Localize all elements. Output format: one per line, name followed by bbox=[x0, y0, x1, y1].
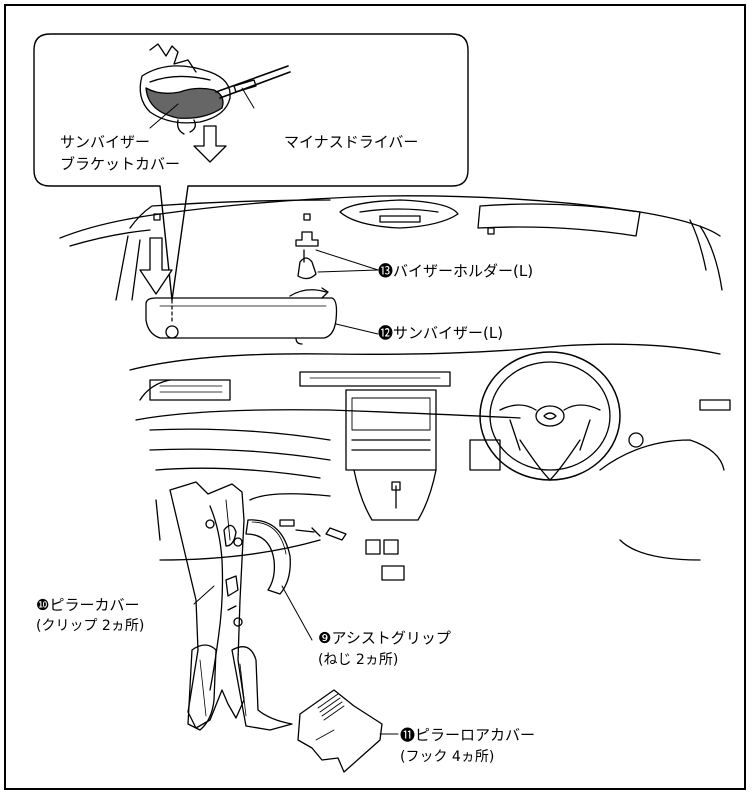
part-name-assist-grip: アシストグリップ bbox=[331, 629, 451, 647]
part-name-sunvisor: サンバイザー(L) bbox=[393, 324, 504, 342]
label-flathead-screwdriver: マイナスドライバー bbox=[284, 133, 419, 151]
assist-grip-illustration bbox=[245, 519, 291, 595]
note-pillar-lower-cover: (フック 4ヵ所) bbox=[400, 749, 495, 765]
note-assist-grip: (ねじ 2ヵ所) bbox=[318, 652, 399, 668]
callout-bubble bbox=[33, 33, 469, 301]
label-pillar-cover: ❿ピラーカバー bbox=[36, 595, 139, 615]
pillar-cover-illustration bbox=[169, 481, 293, 731]
label-sunvisor-bracket-cover-line1: サンバイザー bbox=[60, 133, 151, 151]
windshield bbox=[59, 195, 723, 301]
removal-arrow-icon bbox=[139, 237, 173, 295]
label-assist-grip: ❾アシストグリップ bbox=[318, 628, 451, 648]
part-number-10: ❿ bbox=[36, 596, 50, 614]
label-sunvisor-bracket-cover-line2: ブラケットカバー bbox=[60, 155, 181, 173]
part-name-pillar-lower-cover: ピラーロアカバー bbox=[415, 726, 536, 744]
dashboard bbox=[129, 343, 731, 581]
visor-holder-illustration bbox=[289, 231, 329, 299]
part-number-9: ❾ bbox=[318, 629, 332, 647]
label-sunvisor: ⓬サンバイザー(L) bbox=[378, 323, 503, 343]
part-number-13: ⓭ bbox=[378, 262, 394, 280]
part-number-11: ⓫ bbox=[400, 726, 416, 744]
part-number-12: ⓬ bbox=[378, 324, 394, 342]
label-visor-holder: ⓭バイザーホルダー(L) bbox=[378, 261, 533, 281]
pillar-lower-cover-illustration bbox=[297, 689, 383, 773]
down-arrow-icon bbox=[193, 125, 227, 163]
part-name-visor-holder: バイザーホルダー(L) bbox=[393, 262, 534, 280]
sunvisor-illustration bbox=[145, 297, 338, 345]
part-name-pillar-cover: ピラーカバー bbox=[49, 596, 140, 614]
leader-bracket bbox=[149, 103, 179, 129]
note-pillar-cover: (クリップ 2ヵ所) bbox=[36, 618, 145, 634]
label-pillar-lower-cover: ⓫ピラーロアカバー bbox=[400, 725, 535, 745]
steering-wheel bbox=[479, 351, 621, 481]
diagram-frame bbox=[4, 4, 746, 790]
sunvisor-bracket-cover-illustration bbox=[139, 43, 291, 135]
